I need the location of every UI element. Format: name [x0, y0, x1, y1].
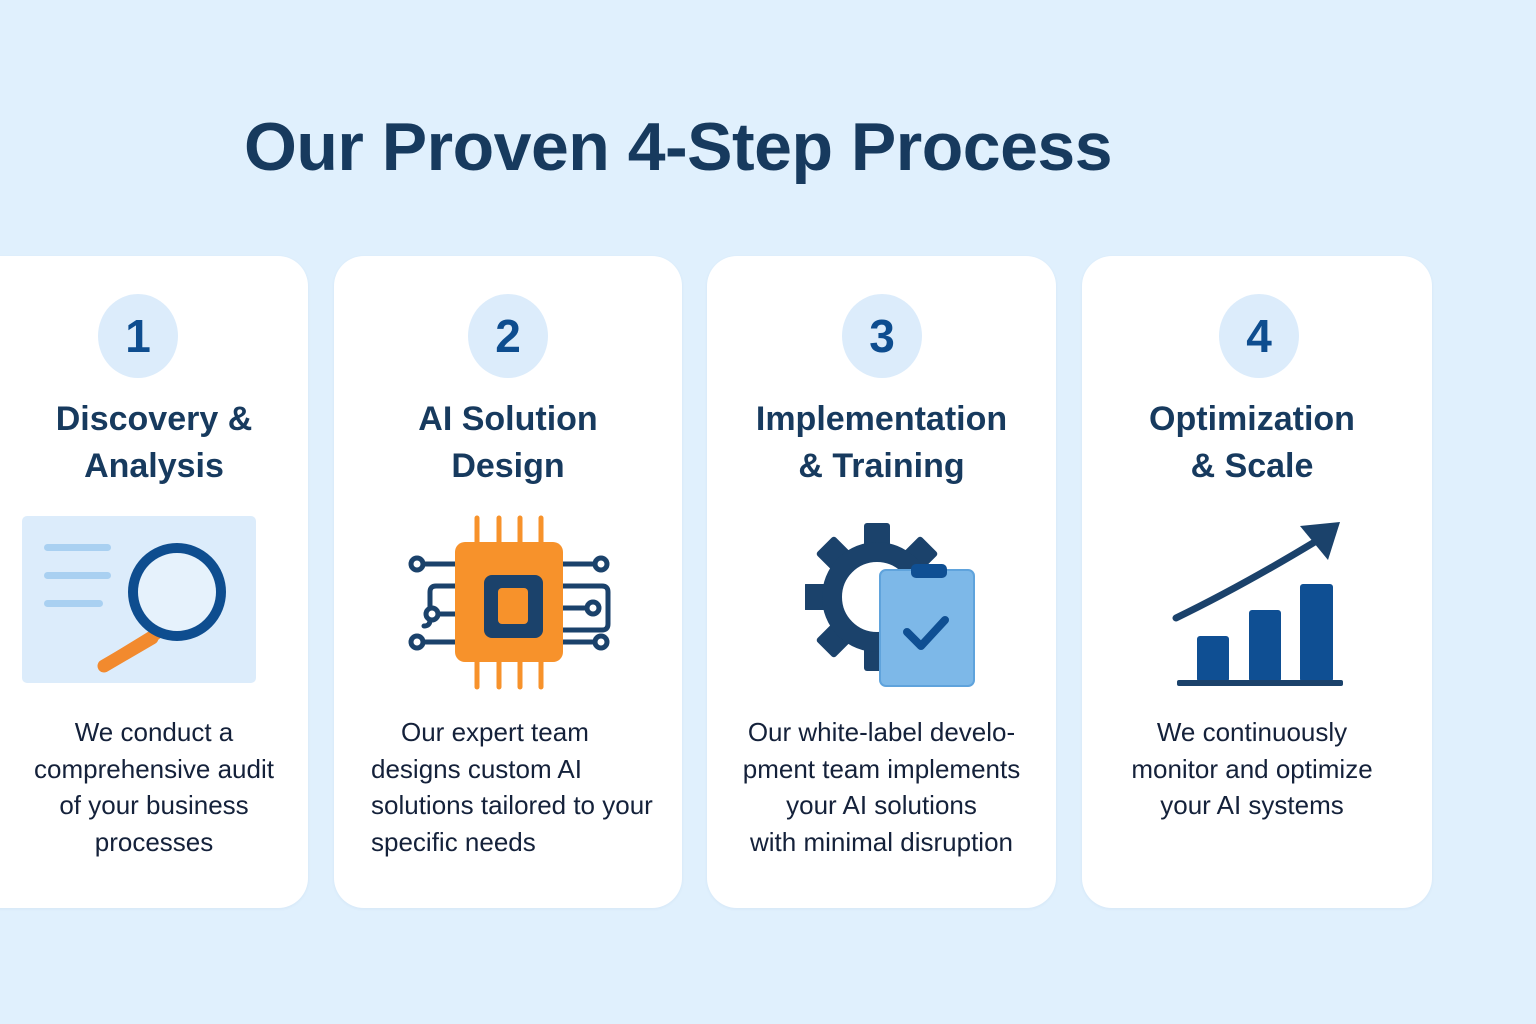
- step-title: Discovery & Analysis: [55, 400, 253, 485]
- growth-bar-chart-icon: [1172, 522, 1343, 686]
- step-description: Our white-label develo- pment team imple…: [742, 717, 1021, 857]
- magnifier-document-icon: [22, 516, 256, 683]
- step-number-badge: 3: [842, 294, 922, 378]
- gear-clipboard-check-icon: [805, 523, 975, 687]
- step-description: We conduct a comprehensive audit of your…: [34, 717, 274, 857]
- step-title: Optimization & Scale: [1149, 400, 1355, 485]
- step-number-badge: 2: [468, 294, 548, 378]
- cpu-chip-icon: [408, 515, 611, 690]
- step-title: AI Solution Design: [418, 400, 598, 485]
- step-number-badge: 1: [98, 294, 178, 378]
- step-number-badge: 4: [1219, 294, 1299, 378]
- step-title: Implementation & Training: [755, 400, 1008, 485]
- step-card-implementation-training: 3 Implementation & Training Our white-la…: [707, 256, 1056, 908]
- page-title: Our Proven 4-Step Process: [244, 109, 1113, 185]
- step-card-optimization-scale: 4 Optimization & Scale We continuously m…: [1082, 256, 1432, 908]
- step-card-discovery: 1 Discovery & Analysis We conduct a comp…: [0, 256, 308, 908]
- step-description: Our expert team designs custom AI soluti…: [371, 717, 653, 857]
- step-card-ai-solution-design: 2 AI Solution Design Our exper: [334, 256, 682, 908]
- step-description: We continuously monitor and optimize you…: [1131, 717, 1373, 820]
